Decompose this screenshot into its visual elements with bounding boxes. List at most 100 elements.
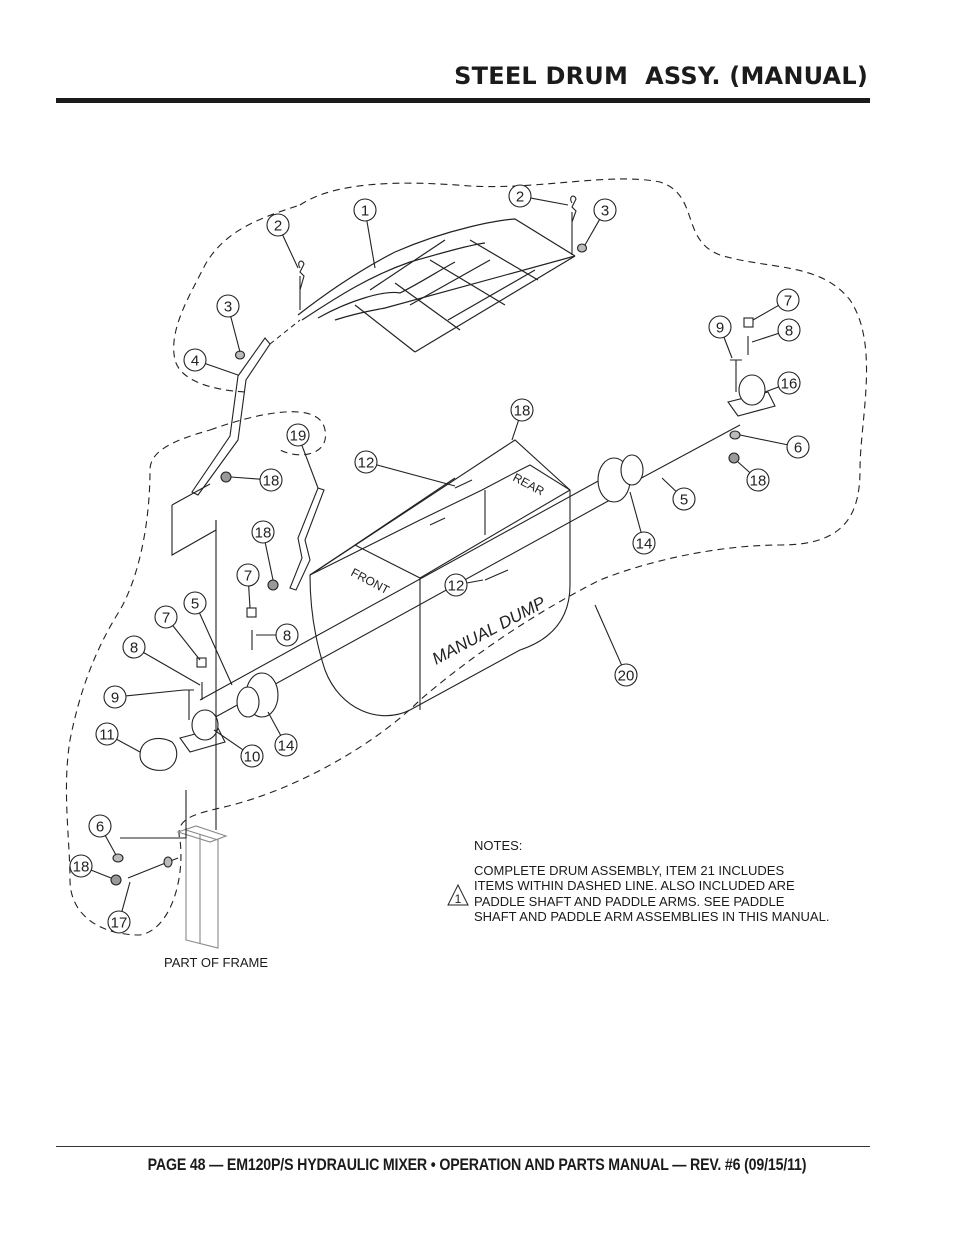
callout-16: 16 (764, 371, 801, 395)
callout-circle (122, 635, 146, 659)
callout-18: 18 (737, 461, 770, 492)
callout-circle (240, 744, 264, 768)
note-marker-number: 1 (455, 892, 462, 906)
callout-7: 7 (752, 288, 800, 321)
callout-4: 4 (183, 348, 239, 376)
callout-group: 1223345566777888991011121214141617181818… (69, 184, 810, 934)
callout-circle (777, 371, 801, 395)
callout-leader-line (264, 542, 274, 581)
callout-number: 9 (716, 320, 724, 337)
callout-leader-line (661, 477, 677, 492)
callout-leader-line (530, 197, 569, 206)
callout-9: 9 (103, 685, 185, 709)
callout-number: 7 (244, 568, 252, 585)
callout-circle (786, 435, 810, 459)
bolt-12-c (484, 569, 509, 581)
bolt-12-b (429, 517, 446, 526)
callout-leader-line (752, 304, 779, 321)
callout-7: 7 (154, 605, 201, 661)
bolt-12-a (454, 479, 473, 489)
page-footer: PAGE 48 — EM120P/S HYDRAULIC MIXER • OPE… (147, 1156, 807, 1174)
callout-5: 5 (661, 477, 696, 511)
dust-cap-11 (139, 738, 178, 771)
footer-rule (56, 1146, 870, 1147)
hitch-pin-left (298, 260, 305, 310)
callout-circle (776, 288, 800, 312)
callout-8: 8 (256, 623, 299, 647)
callout-number: 20 (618, 668, 635, 685)
callout-leader-line (213, 729, 244, 751)
callout-18: 18 (510, 398, 534, 441)
callout-circle (672, 487, 696, 511)
callout-18: 18 (230, 468, 283, 492)
callout-number: 10 (244, 749, 261, 766)
callout-circle (593, 198, 617, 222)
pillow-block-left (179, 709, 226, 753)
callout-circle (708, 315, 732, 339)
callout-circle (183, 348, 207, 372)
callout-circle (69, 854, 93, 878)
callout-leader-line (267, 711, 282, 736)
callout-6: 6 (739, 434, 810, 459)
cap-7-mid (246, 607, 257, 618)
drum-grate (297, 218, 576, 353)
callout-19: 19 (286, 423, 319, 489)
callout-circle (746, 468, 770, 492)
callout-number: 3 (601, 203, 609, 220)
washer-6-frame (112, 853, 124, 863)
callout-leader-line (737, 461, 751, 474)
callout-11: 11 (95, 722, 141, 753)
callout-leader-line (230, 476, 261, 480)
callout-leader-line (764, 386, 779, 393)
drum-label-manual-dump: MANUAL DUMP (429, 593, 549, 669)
callout-number: 8 (283, 628, 291, 645)
callout-circle (275, 623, 299, 647)
callout-leader-line (143, 652, 201, 686)
callout-number: 7 (162, 610, 170, 627)
callout-leader-line (466, 579, 484, 584)
callout-number: 12 (358, 455, 375, 472)
callout-leader-line (199, 612, 233, 686)
nut-18-c (728, 452, 740, 464)
hitch-pin-right (570, 195, 577, 255)
callout-number: 5 (191, 596, 199, 613)
callout-5: 5 (183, 591, 233, 686)
callout-18: 18 (251, 520, 275, 581)
callout-circle (251, 520, 275, 544)
callout-leader-line (172, 625, 201, 661)
callout-number: 7 (784, 293, 792, 310)
frame-post (176, 825, 228, 949)
callout-8: 8 (751, 318, 801, 343)
drum-label-rear: REAR (511, 470, 547, 498)
callout-10: 10 (213, 729, 264, 768)
callout-number: 14 (636, 536, 653, 553)
callout-number: 6 (96, 819, 104, 836)
nut-18-a (220, 471, 232, 483)
callout-12: 12 (444, 573, 484, 597)
callout-leader-line (584, 219, 601, 246)
callout-number: 18 (73, 859, 90, 876)
callout-number: 19 (290, 428, 307, 445)
callout-number: 1 (361, 203, 369, 220)
callout-14: 14 (629, 491, 656, 555)
part-of-frame-label: PART OF FRAME (164, 955, 269, 970)
callout-number: 14 (278, 738, 295, 755)
callout-circle (103, 685, 127, 709)
notes-block: NOTES: COMPLETE DRUM ASSEMBLY, ITEM 21 I… (474, 838, 829, 925)
callout-1: 1 (353, 198, 377, 269)
callout-leader-line (594, 604, 623, 666)
washer-6-right (729, 430, 741, 440)
callout-circle (444, 573, 468, 597)
callout-leader-line (248, 585, 251, 609)
bolt-9-left (184, 689, 194, 720)
callout-leader-line (104, 835, 117, 856)
assembly-boundary-dashed-inner (173, 204, 326, 456)
callout-leader-line (116, 738, 141, 753)
callout-number: 17 (111, 915, 128, 932)
callout-leader-line (230, 316, 241, 353)
callout-circle (183, 591, 207, 615)
callout-leader-line (751, 332, 779, 343)
callout-6: 6 (88, 814, 117, 856)
callout-leader-line (121, 881, 131, 912)
